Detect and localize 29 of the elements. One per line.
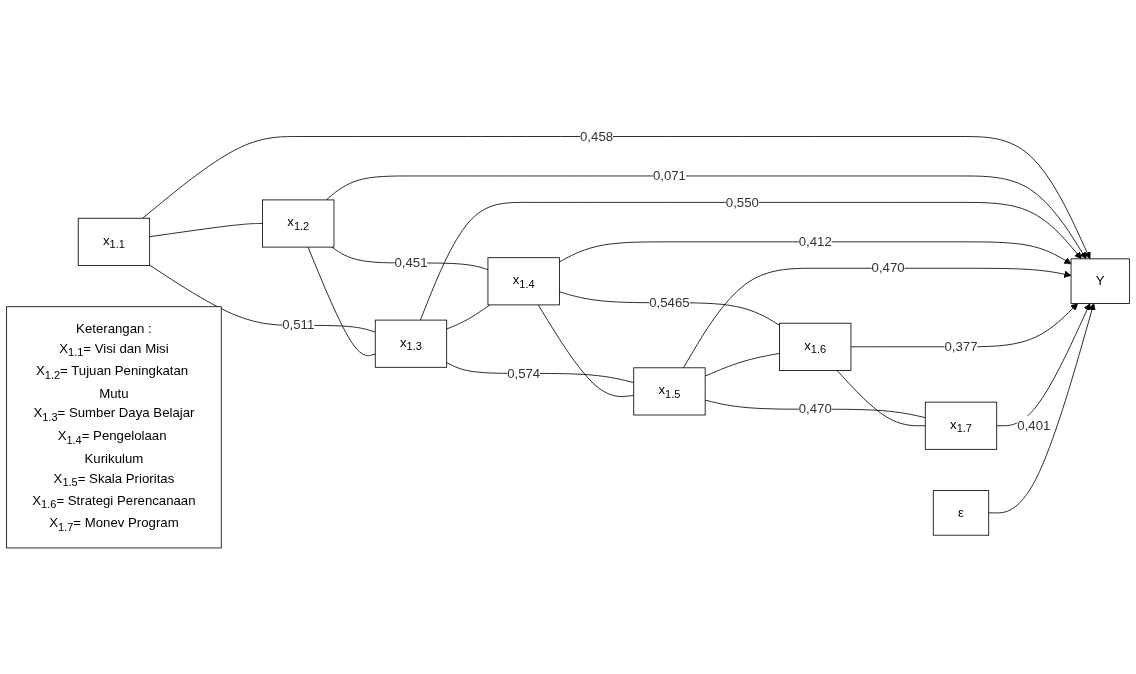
connector: [307, 246, 376, 356]
edge-label: 0,377: [944, 339, 978, 354]
edge-label: 0,511: [282, 317, 315, 332]
edge-label: 0,470: [798, 401, 832, 416]
connector: [558, 291, 780, 326]
node-box: Y: [1070, 258, 1130, 304]
edge-label: 0,470: [871, 260, 905, 275]
node-box: x$_{1.3}$: [374, 319, 448, 368]
node-box: ε: [932, 489, 990, 536]
connector: [836, 369, 926, 426]
edge-label: 0,401: [1017, 418, 1051, 433]
edge-label: 0,412: [798, 234, 832, 249]
node-box: x$_{1.4}$: [487, 257, 560, 306]
edge-label: 0,574: [507, 365, 541, 380]
connector: [446, 304, 491, 330]
node-box: x$_{1.5}$: [633, 367, 706, 416]
edge-label: 0,451: [394, 255, 428, 270]
node-box: x$_{1.6}$: [779, 322, 852, 371]
node-box: x$_{1.2}$: [262, 199, 335, 248]
edge-label: 0,458: [580, 128, 614, 143]
node-box: Keterangan : X$_{1.1}$= Visi dan Misi X$_{1.2}$= Tujuan Peningkatan Mutu X$_{1.3}$= Sumber Daya Belajar X$_{1.4}$= Pengelolaan Kurikulum X$_{1.5}$= Skala Prioritas X$_{1.6}$= Strategi Perencanaan X$_{1.7}$= Monev Program: [6, 306, 222, 549]
edge-label: 0,5465: [649, 295, 690, 310]
node-box: x$_{1.1}$: [77, 217, 151, 266]
connector: [704, 352, 780, 377]
node-box: x$_{1.7}$: [924, 401, 998, 450]
connector: [149, 222, 263, 237]
edge-label: 0,550: [725, 194, 759, 209]
connector: [537, 304, 635, 397]
edge-label: 0,071: [652, 168, 686, 183]
